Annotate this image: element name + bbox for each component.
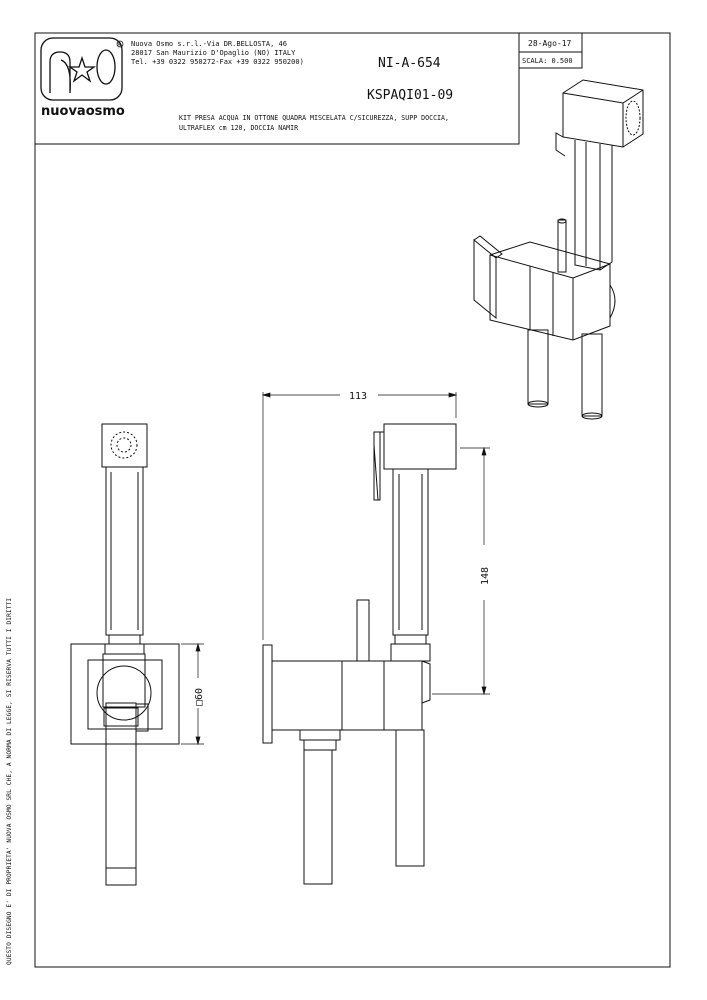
drawing-date: 28-Ago-17: [528, 39, 572, 48]
dimension-width-label: 113: [349, 391, 367, 402]
shower-head-front: [101, 423, 148, 468]
shower-handle-front: [105, 466, 144, 636]
front-view: [70, 423, 180, 886]
valve-body-iso: [489, 241, 611, 341]
dimension-width: [261, 392, 458, 640]
shower-handle-side: [392, 468, 429, 636]
address-line-2: 28017 San Maurizio D'Opaglio (NO) ITALY: [131, 49, 296, 57]
hose-side: [303, 749, 333, 885]
description-line-2: ULTRAFLEX cm 120, DOCCIA NAMIR: [179, 124, 298, 132]
plate-inner-front: [87, 659, 163, 730]
wall-plate-iso: [473, 238, 497, 320]
drawing-code: NI-A-654: [378, 56, 441, 71]
shower-head-iso: [562, 79, 644, 148]
wall-plate-front: [70, 643, 180, 745]
lever-iso: [557, 219, 567, 273]
isometric-view: [473, 79, 644, 420]
dimension-height: [432, 446, 490, 696]
description-line-1: KIT PRESA ACQUA IN OTTONE QUADRA MISCELA…: [179, 114, 449, 122]
registered-mark: ®: [117, 41, 122, 49]
dimension-plate-label: □60: [194, 688, 205, 706]
hose-front: [105, 702, 137, 886]
drawing-scale: SCALA: 0.500: [522, 57, 573, 65]
hose-iso-left: [527, 329, 549, 405]
copyright-side-note: QUESTO DISEGNO E' DI PROPRIETA' NUOVA OS…: [6, 597, 13, 965]
dimension-height-label: 148: [480, 567, 491, 585]
shower-head-side: [383, 423, 457, 470]
company-logo-text: nuovaosmo: [41, 104, 125, 119]
lever-side: [356, 599, 370, 662]
wall-plate-side: [262, 644, 273, 744]
address-line-3: Tel. +39 0322 950272-Fax +39 0322 950200…: [131, 58, 304, 66]
article-code: KSPAQI01-09: [367, 88, 453, 103]
title-block: [34, 32, 520, 145]
side-view: [262, 423, 457, 885]
dimension-plate: [181, 642, 204, 746]
company-logo: [40, 37, 124, 101]
scale-box: [518, 51, 583, 69]
hose-iso-right: [581, 333, 603, 417]
valve-body-side: [271, 660, 423, 731]
address-line-1: Nuova Osmo s.r.l.-Via DR.BELLOSTA, 46: [131, 40, 287, 48]
shower-handle-iso: [574, 140, 613, 271]
